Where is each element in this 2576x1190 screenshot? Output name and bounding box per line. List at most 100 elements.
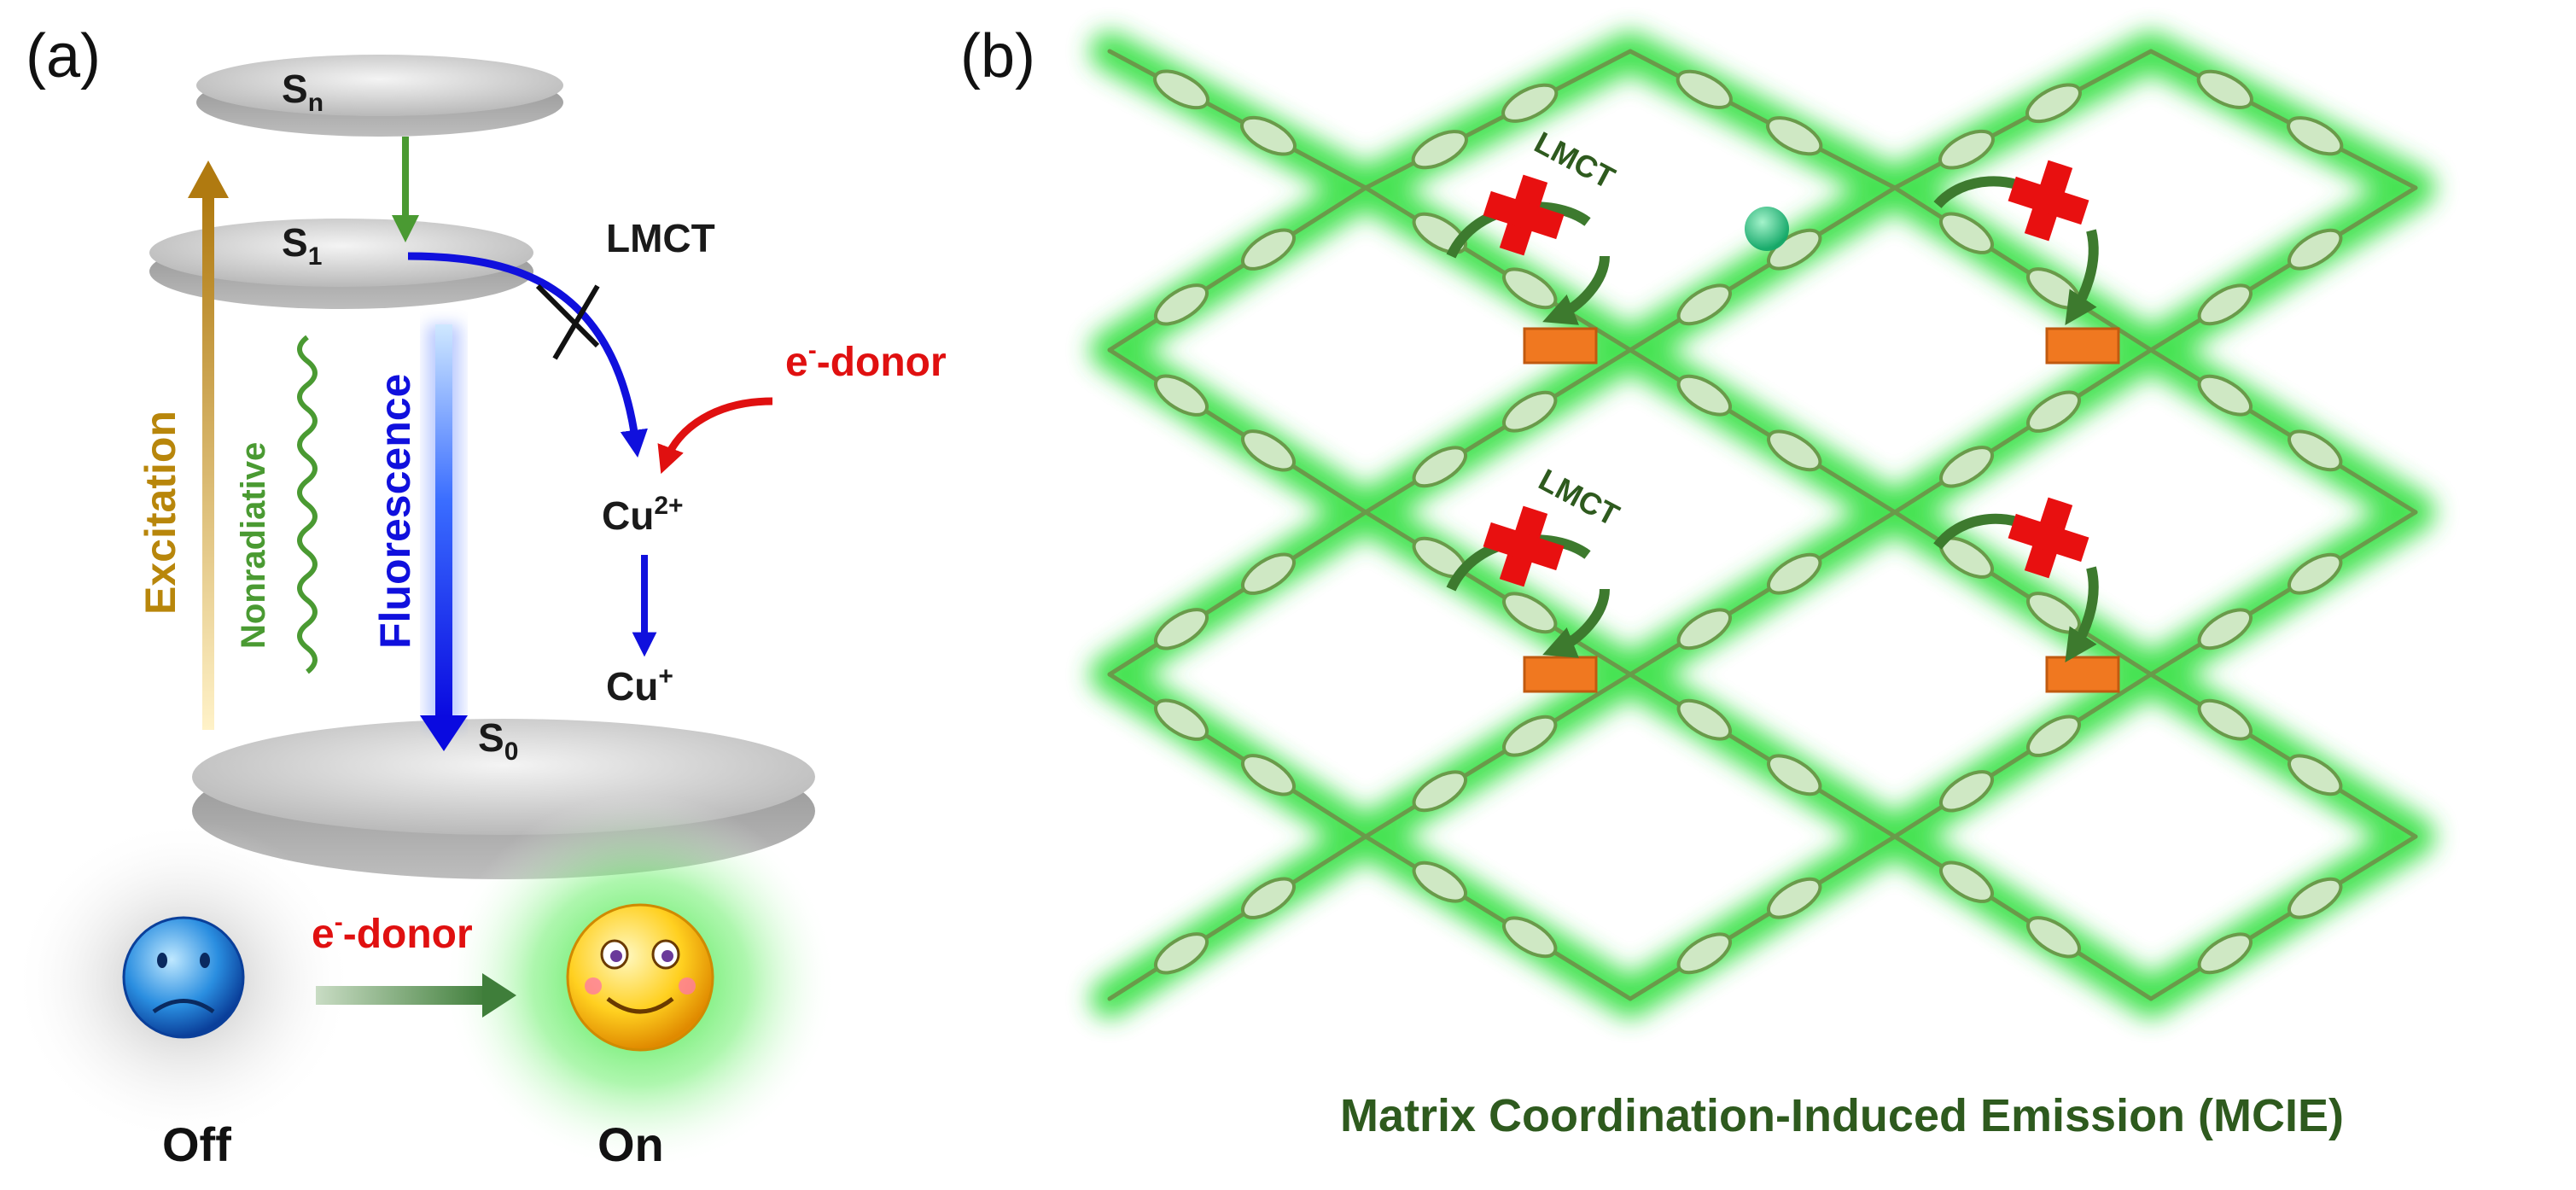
- off-label: Off: [162, 1117, 231, 1171]
- phenyl-ring: [1939, 446, 1994, 488]
- phenyl-ring: [1766, 116, 1823, 156]
- s1-label: S1: [282, 220, 322, 271]
- phenyl-ring: [1412, 446, 1467, 488]
- ligand-bond: [2148, 347, 2418, 515]
- phenyl-ring: [1241, 754, 1296, 796]
- ligand-bond: [2148, 185, 2418, 353]
- happy-face-icon: [566, 903, 714, 1052]
- phenyl-ring: [1502, 390, 1558, 433]
- red-cross-icon: [1483, 174, 1565, 256]
- switch-arrow: [316, 973, 516, 1018]
- lmct-block-1: LMCT: [1446, 125, 1621, 325]
- ligand-bond: [1628, 49, 1897, 190]
- panel-a-label: (a): [26, 22, 101, 90]
- edonor-label: e--donor: [785, 336, 947, 385]
- phenyl-ring: [1938, 129, 1995, 170]
- sn-level-disc: [196, 55, 563, 137]
- ligand-bond: [1892, 834, 2153, 1001]
- ligand-bond: [1363, 510, 1633, 677]
- phenyl-ring: [1502, 715, 1558, 757]
- phenyl-ring: [1154, 374, 1209, 417]
- nonradiative-label: Nonradiative: [235, 442, 272, 649]
- ligand-bond: [1892, 347, 2153, 515]
- cu2-label: Cu2+: [602, 492, 684, 538]
- phenyl-ring: [1676, 69, 1733, 109]
- phenyl-ring: [1411, 130, 1468, 170]
- phenyl-ring: [2288, 552, 2343, 595]
- ligand-bond: [2148, 510, 2418, 677]
- phenyl-ring: [1154, 698, 1209, 741]
- ligand-bond: [1107, 185, 1368, 353]
- phenyl-ring: [1676, 283, 1732, 326]
- metal-node: [1523, 656, 1598, 693]
- ligand-bond: [1107, 510, 1368, 677]
- ligand-bond: [1892, 672, 2153, 839]
- phenyl-ring: [2288, 429, 2343, 472]
- metal-node: [1523, 327, 1598, 365]
- ligand-bond: [1363, 347, 1633, 515]
- lmct-block-cross: [535, 283, 600, 360]
- phenyl-ring: [1939, 860, 1994, 903]
- fluorescence-label: Fluorescence: [371, 374, 419, 649]
- ligand-bond: [1363, 185, 1633, 353]
- phenyl-ring: [2287, 116, 2344, 156]
- ligand-bond: [1107, 834, 1368, 1001]
- panel-b-label: (b): [960, 22, 1035, 90]
- ligand-bond: [2148, 672, 2418, 839]
- phenyl-ring: [1767, 552, 1822, 595]
- ligand-bond: [1363, 49, 1633, 190]
- phenyl-ring: [2026, 390, 2081, 433]
- lmct-arrow: [407, 252, 648, 458]
- metal-nodes: [1523, 327, 2120, 693]
- red-cross-icon: [2008, 497, 2089, 579]
- red-cross-icon: [2008, 160, 2089, 242]
- phenyl-ring: [2197, 698, 2253, 741]
- phenyl-ring: [1154, 932, 1209, 975]
- red-cross-icon: [1483, 505, 1565, 587]
- ligand-bond: [1363, 834, 1633, 1001]
- phenyl-ring: [2288, 228, 2343, 271]
- phenyl-ring: [1501, 83, 1559, 123]
- ligand-bond: [1107, 672, 1368, 839]
- phenyl-ring: [1767, 429, 1822, 472]
- edonor-arrow: [657, 397, 773, 475]
- lmct-block-2: [1933, 160, 2099, 325]
- metal-node: [2045, 656, 2120, 693]
- phenyl-ring: [1676, 374, 1732, 417]
- ligand-bond: [1628, 347, 1897, 515]
- phenyl-ring: [2288, 754, 2343, 796]
- lmct-block-4: [1933, 497, 2099, 662]
- phenyl-ring: [1939, 770, 1994, 813]
- on-label: On: [597, 1117, 664, 1171]
- phenyl-ring: [2197, 608, 2253, 650]
- phenyl-ring: [1154, 608, 1209, 650]
- lmct-label-b2: LMCT: [1533, 462, 1625, 533]
- ligand-bond: [1892, 185, 2153, 353]
- phenyl-ring: [1241, 552, 1296, 595]
- phenyl-ring: [1241, 429, 1296, 472]
- phenyl-ring: [1676, 608, 1732, 650]
- ligand-bond: [1628, 672, 1897, 839]
- phenyl-ring: [1412, 860, 1467, 903]
- ligand-bond: [2148, 834, 2418, 1001]
- ligand-bond: [1363, 672, 1633, 839]
- phenyl-ring: [1767, 754, 1822, 796]
- caption: Matrix Coordination-Induced Emission (MC…: [1340, 1090, 2344, 1141]
- cu1-label: Cu+: [606, 662, 673, 709]
- phenyl-ring: [2026, 916, 2081, 959]
- ligand-bond: [1628, 185, 1897, 353]
- phenyl-ring: [2025, 83, 2082, 124]
- panel-b: (b) LMCT: [960, 22, 2435, 1141]
- panel-a: (a) Sn S1 S0 Excitation: [13, 22, 947, 1171]
- fluorescence-arrow: [420, 324, 468, 751]
- s1-level-disc: [149, 219, 533, 309]
- phenyl-ring: [1240, 115, 1297, 156]
- ligand-bond: [1892, 49, 2153, 190]
- phenyl-ring: [1154, 283, 1209, 326]
- ligand-bond: [1107, 347, 1368, 515]
- s0-label: S0: [478, 715, 518, 766]
- highlight-circle: [1745, 207, 1789, 251]
- phenyl-ring: [2288, 877, 2343, 919]
- phenyl-ring: [1939, 212, 1994, 254]
